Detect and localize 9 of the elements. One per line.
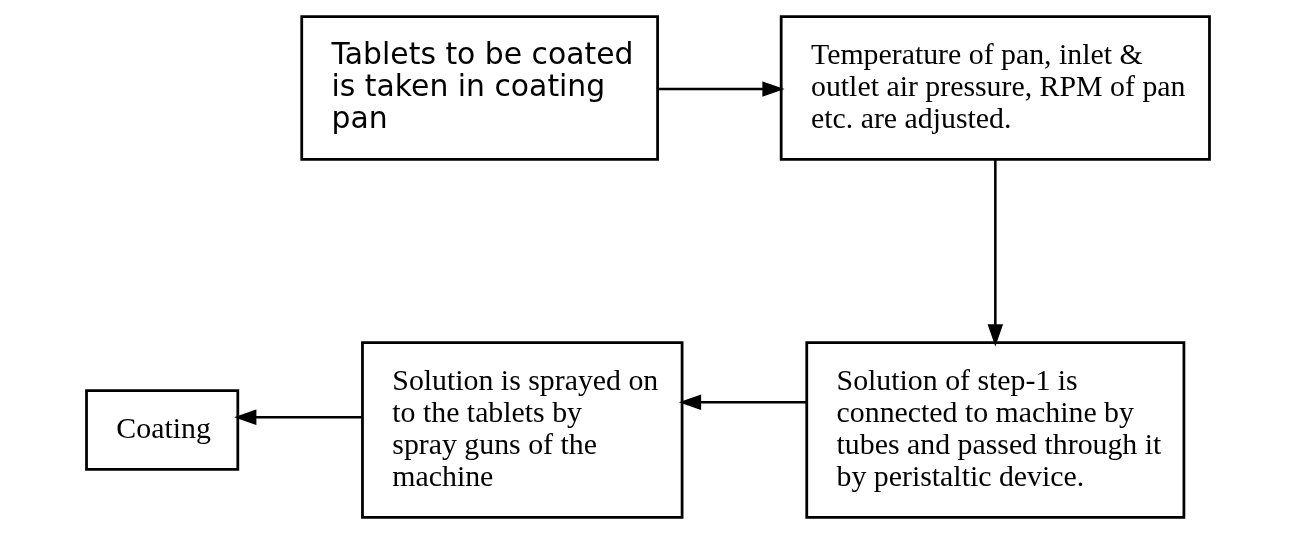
arrow [234,409,363,425]
node-box: Coating [85,389,240,471]
node-box: Tablets to be coated is taken in coating pan [300,15,659,161]
node-box: Solution is sprayed on to the tablets by spray guns of the machine [361,341,684,519]
arrow [657,81,785,97]
node-box: Solution of step-1 is connected to machine by tubes and passed through it by peristaltic device. [805,341,1186,519]
arrow [987,159,1004,347]
arrow [678,394,807,411]
node-box: Temperature of pan, inlet & outlet air pressure, RPM of pan etc. are adjusted. [779,15,1211,161]
